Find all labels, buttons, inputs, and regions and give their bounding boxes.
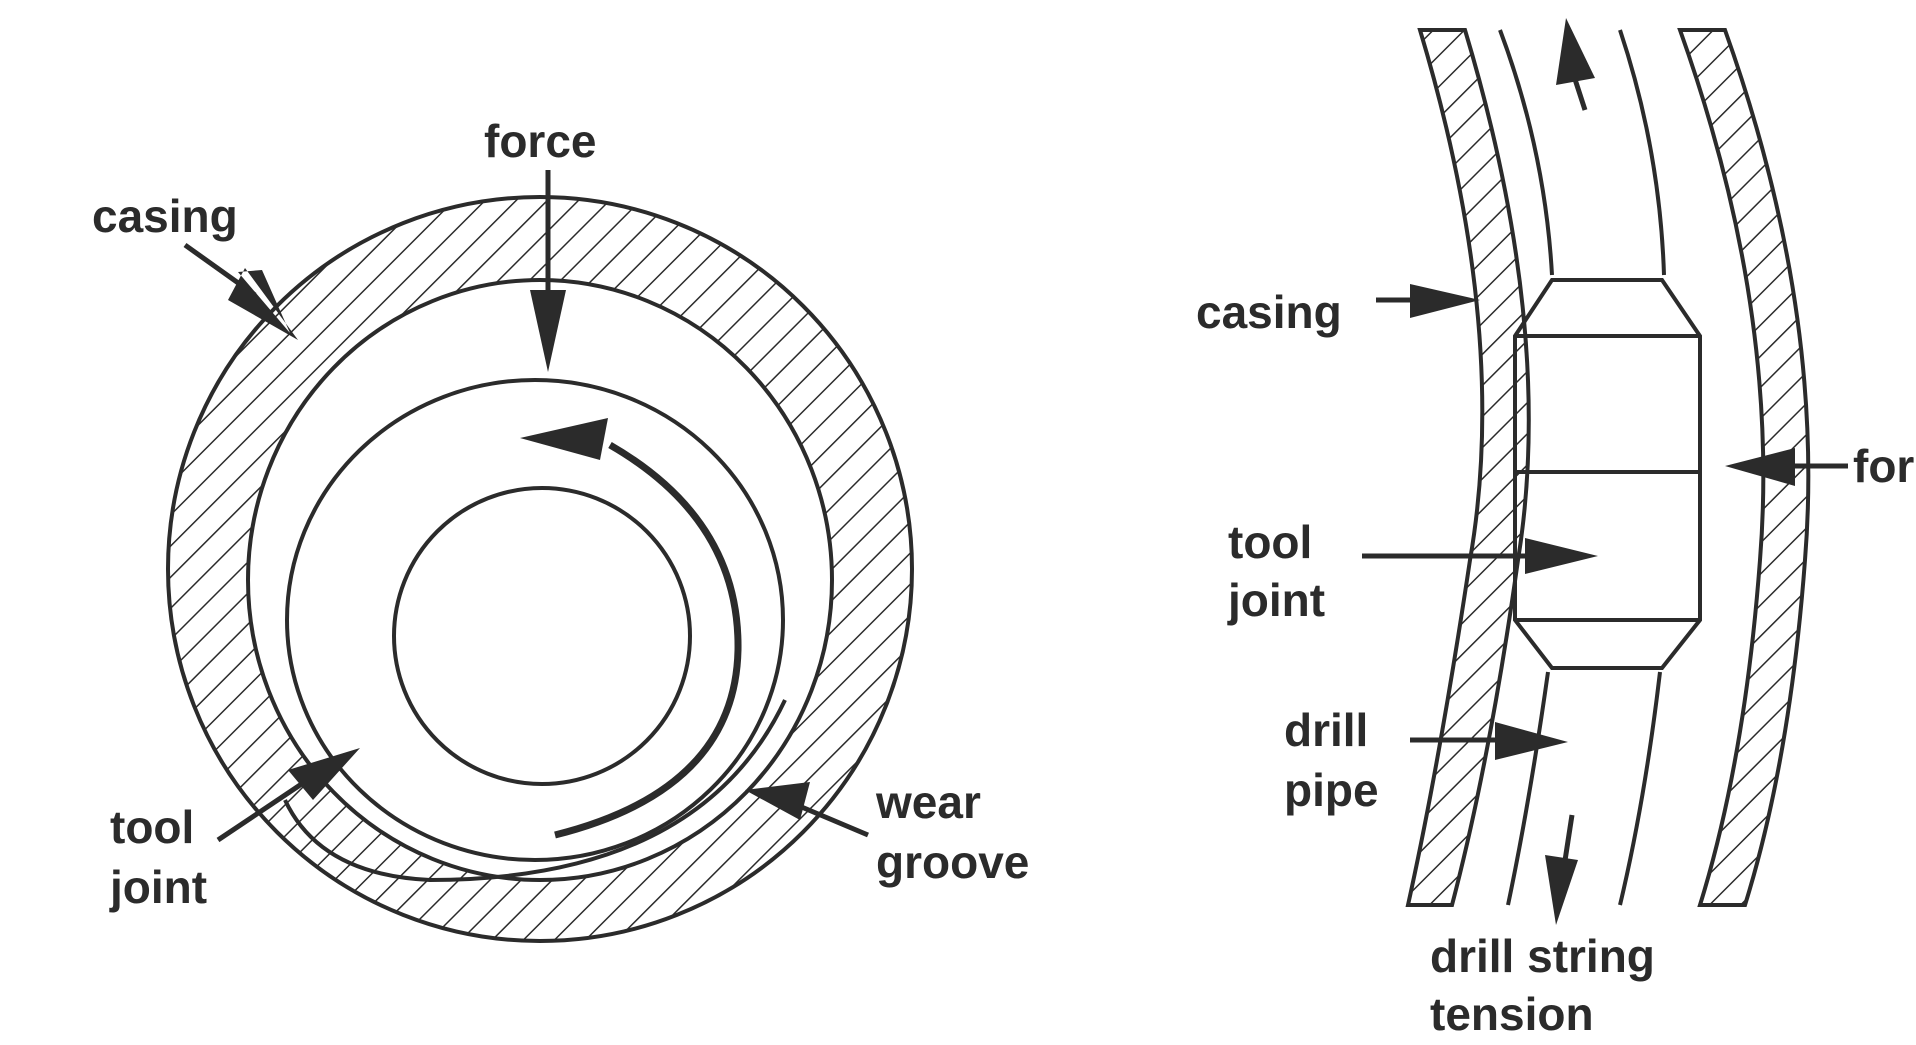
casing-outer-edge: [166, 195, 914, 943]
wear-groove-curve: [283, 699, 787, 883]
right-casing-wall: [1677, 28, 1811, 907]
tool-joint-label-left-2: joint: [109, 861, 207, 913]
casing-inner-edge: [246, 278, 834, 882]
drill-string-tension-label-2: tension: [1430, 988, 1594, 1040]
rotation-arc: [554, 441, 742, 839]
tool-joint-label-right-1: tool: [1228, 516, 1312, 568]
drill-pipe-upper-left: [1498, 29, 1554, 276]
rotation-arrowhead-icon: [520, 418, 608, 460]
drill-pipe-upper-right: [1618, 29, 1666, 276]
force-arrowhead-icon: [530, 290, 566, 372]
drill-string-tension-label-1: drill string: [1430, 930, 1655, 982]
tension-arrow-up-icon: [1556, 18, 1595, 85]
tool-joint-label-left-1: tool: [110, 801, 194, 853]
tool-joint-label-right-2: joint: [1227, 574, 1325, 626]
drill-pipe-lower-left: [1506, 671, 1550, 906]
cross-section-view: force casing tool joint wear groove: [92, 115, 1029, 943]
drill-pipe-label-2: pipe: [1284, 764, 1379, 816]
wear-groove-label-1: wear: [875, 776, 981, 828]
casing-label-left: casing: [92, 190, 238, 242]
longitudinal-view: casing for tool joint drill pipe drill s…: [1196, 18, 1914, 1040]
tool-joint-body: [1513, 278, 1702, 670]
tool-joint-outer: [285, 378, 785, 862]
casing-arrowhead-right-icon: [1410, 284, 1480, 318]
force-label-right: for: [1853, 440, 1914, 492]
force-arrowhead-right-icon: [1725, 448, 1795, 486]
drill-pipe-label-1: drill: [1284, 704, 1368, 756]
casing-arrowhead-left-icon: [228, 268, 298, 340]
casing-label-right: casing: [1196, 286, 1342, 338]
force-label: force: [484, 115, 596, 167]
drill-pipe-lower-right: [1618, 671, 1662, 906]
drill-pipe-circle: [392, 486, 692, 786]
tool-joint-arrowhead-left-icon: [288, 748, 360, 800]
tool-joint-arrow-shaft-left: [216, 772, 317, 843]
tension-arrow-down-icon: [1545, 855, 1578, 925]
casing-ring: [166, 195, 914, 943]
wear-groove-label-2: groove: [876, 836, 1029, 888]
wear-groove-arrowhead-icon: [745, 782, 810, 820]
drill-pipe-arrowhead-icon: [1495, 722, 1568, 760]
tool-joint-arrowhead-right-icon: [1525, 538, 1598, 574]
left-casing-wall: [1405, 28, 1531, 907]
